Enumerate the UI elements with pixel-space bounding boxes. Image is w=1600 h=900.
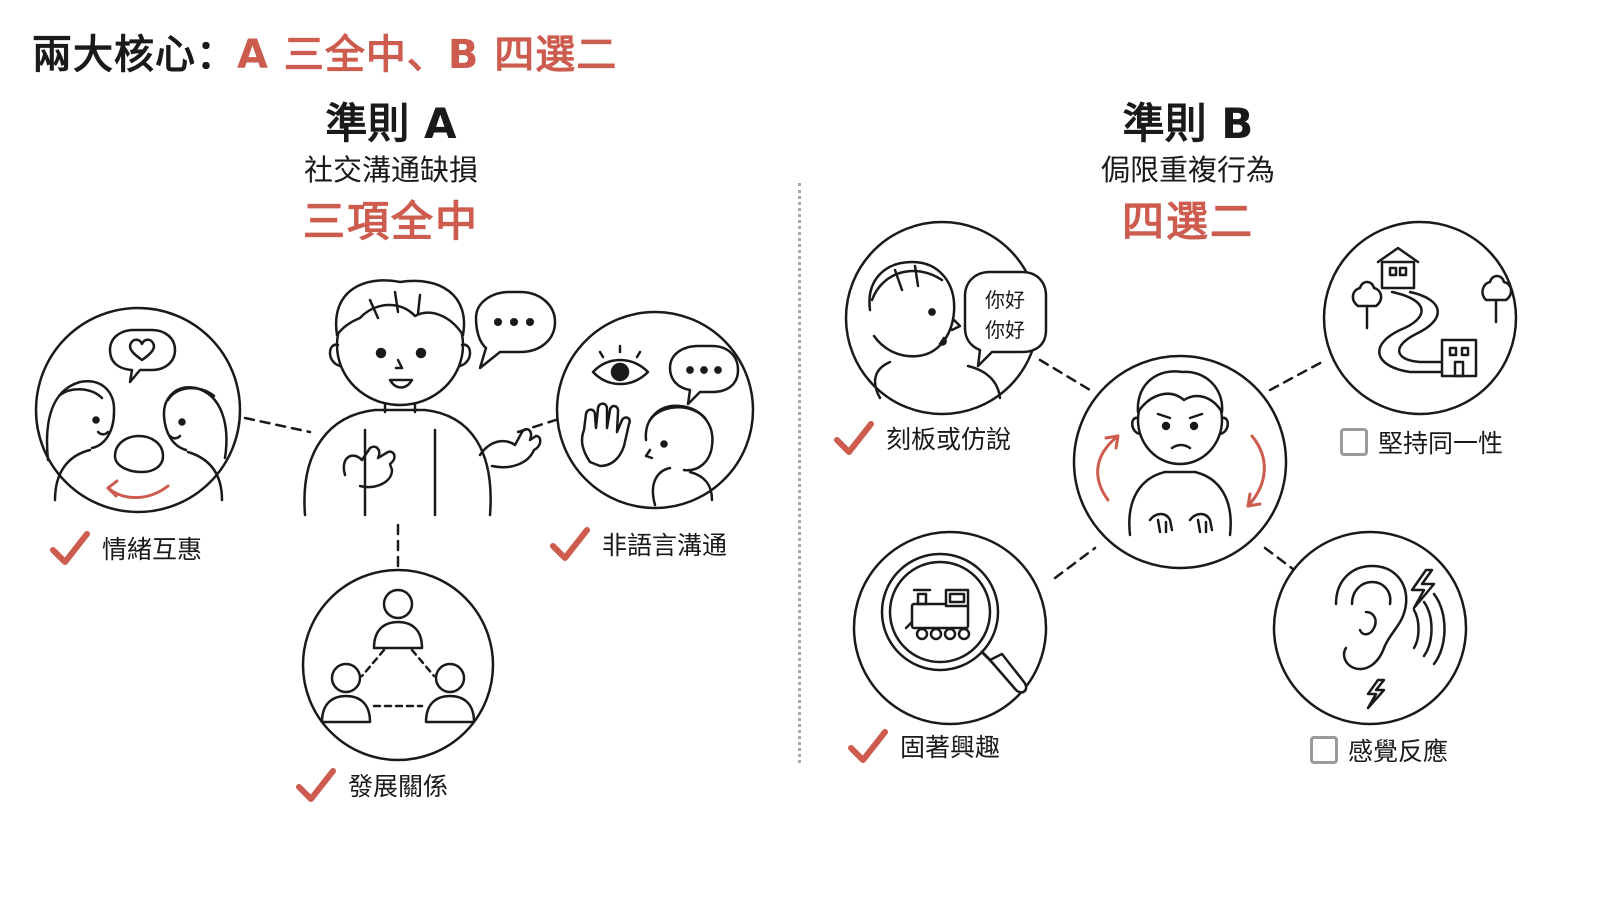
item-insistence-on-sameness: 堅持同一性: [1336, 424, 1503, 460]
item-label: 非語言溝通: [602, 531, 728, 560]
empty-checkbox-icon: [1310, 736, 1338, 764]
page-title-highlight: A 三全中、B 四選二: [237, 32, 618, 78]
item-developing-relationships: 發展關係: [294, 765, 448, 805]
criterion-b-rule: 四選二: [1121, 197, 1254, 246]
criterion-b-description: 侷限重複行為: [1100, 153, 1275, 187]
check-mark-icon: [834, 421, 874, 455]
item-sensory-reactivity: 感覺反應: [1306, 732, 1448, 768]
section-divider: [798, 183, 801, 763]
page-title: 兩大核心：A 三全中、B 四選二: [32, 22, 617, 80]
criterion-a-header: 準則 A 社交溝通缺損 三項全中: [211, 100, 571, 248]
speech-bubble-line-1: 你好: [985, 288, 1025, 312]
item-stereotyped-speech: 刻板或仿說: [832, 418, 1011, 458]
criterion-a-connectors: [243, 416, 564, 572]
criterion-b-name: 準則 B: [1122, 99, 1254, 148]
item-label: 感覺反應: [1348, 737, 1449, 766]
criterion-b-header: 準則 B 侷限重複行為 四選二: [1008, 100, 1368, 248]
empty-checkbox-icon: [1340, 428, 1368, 456]
insistence-on-sameness-icon: [1322, 220, 1518, 416]
criterion-a-description: 社交溝通缺損: [303, 153, 478, 187]
restricted-interests-icon: [852, 530, 1048, 726]
item-label: 情緒互惠: [102, 535, 203, 564]
check-mark-icon: [848, 729, 888, 763]
check-mark-icon: [550, 527, 590, 561]
item-label: 堅持同一性: [1378, 429, 1504, 458]
item-emotional-reciprocity: 情緒互惠: [48, 528, 202, 568]
criterion-b-connectors: [1038, 358, 1324, 580]
developing-relationships-icon: [301, 568, 495, 762]
item-label: 發展關係: [348, 772, 449, 801]
non-verbal-communication-icon: [555, 310, 755, 510]
item-label: 固著興趣: [900, 733, 1001, 762]
check-mark-icon: [296, 768, 336, 802]
item-non-verbal-communication: 非語言溝通: [548, 524, 727, 564]
criterion-a-central-child-icon: [303, 279, 557, 517]
criterion-a-rule: 三項全中: [302, 197, 479, 246]
check-mark-icon: [50, 531, 90, 565]
page-title-prefix: 兩大核心：: [32, 32, 237, 78]
speech-bubble-line-2: 你好: [985, 318, 1025, 342]
item-restricted-interests: 固著興趣: [846, 726, 1000, 766]
stereotyped-speech-icon: [844, 220, 1048, 416]
sensory-reactivity-icon: [1272, 530, 1468, 726]
criterion-a-name: 準則 A: [325, 99, 457, 148]
emotional-reciprocity-icon: [34, 306, 242, 514]
criterion-b-central-child-icon: [1072, 354, 1288, 570]
item-label: 刻板或仿說: [886, 425, 1012, 454]
